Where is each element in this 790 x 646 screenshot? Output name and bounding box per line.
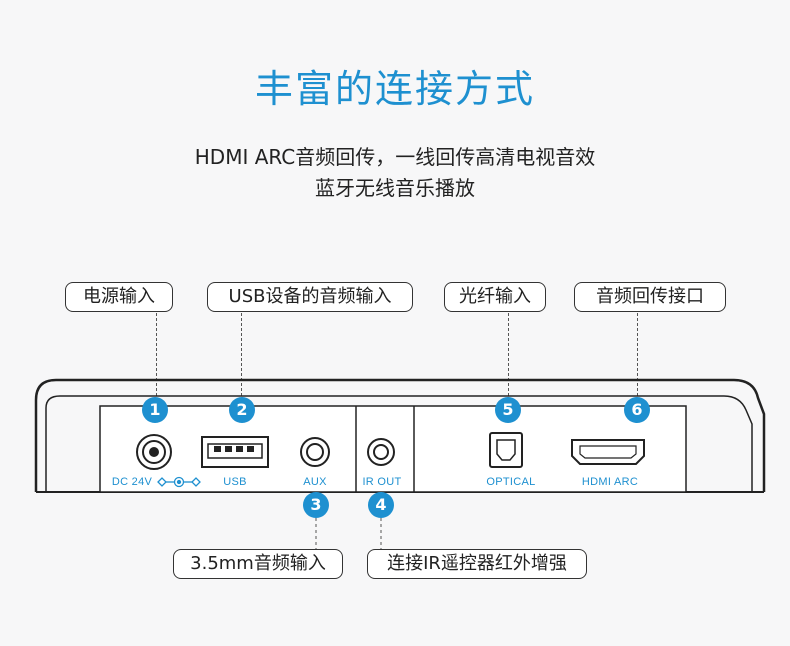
label-optical-input: 光纤输入	[444, 282, 546, 312]
badge-number-2: 2	[229, 397, 255, 423]
connector-line-1	[156, 313, 157, 396]
port-label-optical: OPTICAL	[486, 476, 536, 488]
optical-port-icon	[489, 432, 523, 468]
label-power-input: 电源输入	[65, 282, 173, 312]
label-usb-audio-input: USB设备的音频输入	[207, 282, 413, 312]
label-aux-35mm-input: 3.5mm音频输入	[173, 549, 343, 579]
ir-out-jack-icon	[367, 438, 395, 466]
port-label-aux: AUX	[303, 476, 327, 488]
port-label-ir-out: IR OUT	[362, 476, 402, 488]
badge-number-3: 3	[303, 492, 329, 518]
subtitle-line-2: 蓝牙无线音乐播放	[315, 176, 475, 200]
badge-number-5: 5	[495, 397, 521, 423]
badge-number-6: 6	[624, 397, 650, 423]
subtitle-line-1: HDMI ARC音频回传，一线回传高清电视音效	[194, 145, 596, 169]
badge-number-4: 4	[368, 492, 394, 518]
hdmi-port-icon	[571, 439, 645, 465]
port-label-usb: USB	[223, 476, 247, 488]
usb-port-icon	[201, 436, 269, 468]
label-ir-remote-enhance: 连接IR遥控器红外增强	[367, 549, 587, 579]
connector-line-6	[637, 313, 638, 396]
port-label-dc: DC 24V	[111, 476, 153, 488]
label-audio-return-port: 音频回传接口	[574, 282, 726, 312]
dc-jack-icon	[136, 434, 172, 470]
port-label-hdmi-arc: HDMI ARC	[581, 476, 639, 488]
dc-polarity-icon	[157, 476, 201, 488]
page-title: 丰富的连接方式	[254, 67, 535, 111]
connector-line-2	[241, 313, 242, 396]
badge-number-1: 1	[142, 397, 168, 423]
aux-jack-icon	[300, 437, 330, 467]
connector-line-5	[508, 313, 509, 396]
